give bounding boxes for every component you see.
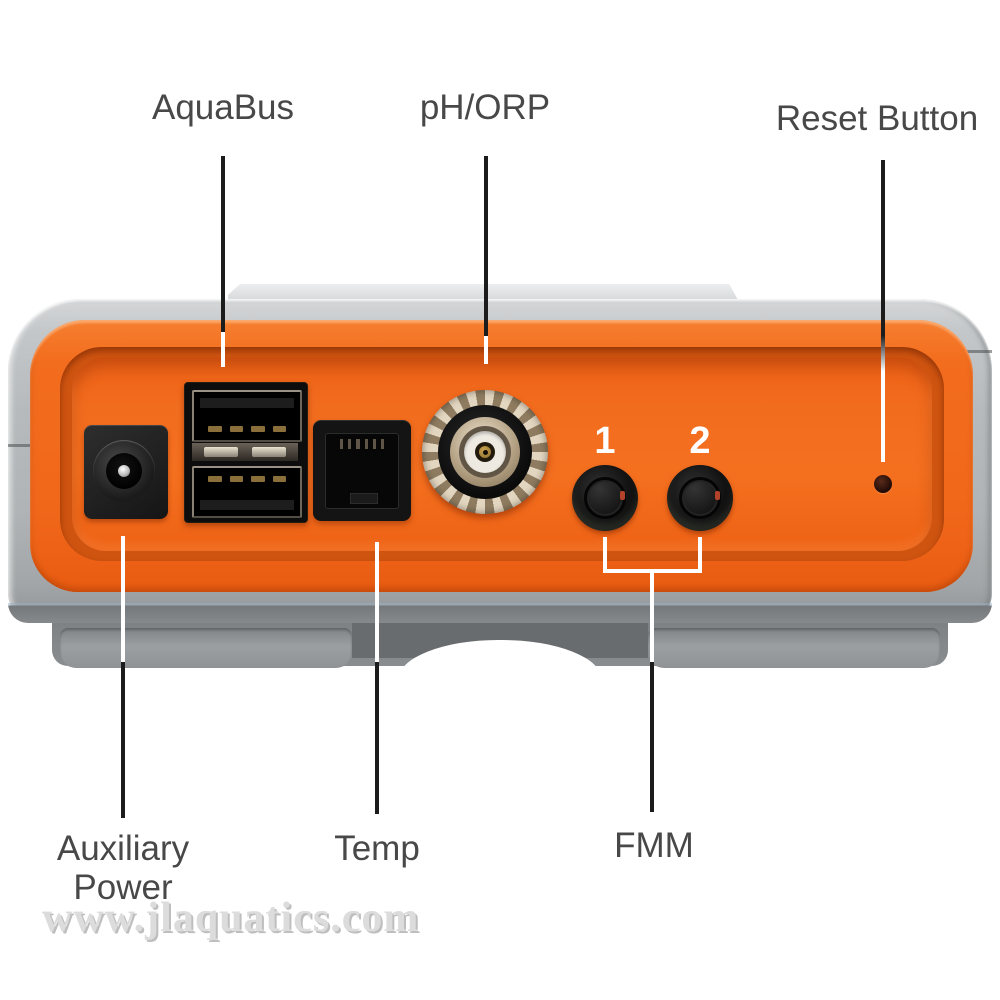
aux-power-callout-line [121, 662, 125, 818]
fmm-jack-2 [667, 465, 733, 531]
aquabus-callout-line-on-device [221, 332, 225, 367]
rj-jack-opening [325, 433, 399, 509]
auxiliary-power-jack [84, 425, 168, 519]
fmm-jack-glint [620, 491, 625, 500]
fmm-callout-line-on-device [650, 573, 654, 662]
aquabus-callout-line [221, 156, 225, 332]
case-seam-right [962, 350, 992, 353]
auxiliary-power-label: Auxiliary Power [23, 829, 223, 907]
device-foot-right [648, 628, 940, 668]
power-jack-center-pin [118, 465, 130, 477]
device-foot-left [60, 628, 352, 668]
auxiliary-power-label-line2: Power [73, 868, 173, 907]
fmm-bracket-horizontal-line [603, 569, 702, 573]
temp-label: Temp [334, 829, 420, 868]
temp-probe-rj-jack [313, 420, 411, 521]
power-jack-ring [93, 440, 155, 502]
auxiliary-power-label-line1: Auxiliary [56, 829, 190, 868]
usb-slot [200, 500, 294, 510]
reset-callout-line [881, 160, 885, 462]
fmm-bracket-right-line [698, 537, 702, 573]
fmm-label: FMM [614, 826, 694, 865]
fmm-callout-line [650, 662, 654, 812]
aquabus-usb-port-bottom [192, 466, 302, 518]
fmm-port-2-number: 2 [689, 420, 711, 462]
case-seam-left [8, 444, 33, 447]
ph-orp-bnc-connector [422, 390, 548, 514]
aquabus-usb-port-top [192, 390, 302, 442]
temp-callout-line-on-device [375, 542, 379, 662]
ph-orp-callout-line-on-device [484, 336, 488, 364]
fmm-jack-glint [715, 491, 720, 500]
fmm-port-1-number: 1 [594, 420, 616, 462]
fmm-jack-1 [572, 465, 638, 531]
usb-contacts [208, 476, 286, 482]
ph-orp-label: pH/ORP [419, 88, 551, 127]
reset-button-label: Reset Button [775, 99, 979, 138]
power-jack-hole [106, 453, 142, 489]
ph-orp-callout-line [484, 156, 488, 336]
rj-jack-pins [340, 439, 385, 449]
usb-divider [192, 443, 298, 461]
aux-power-callout-line-on-device [121, 536, 125, 662]
usb-slot [200, 398, 294, 408]
usb-contacts [208, 426, 286, 432]
rj-jack-latch-slot [350, 493, 378, 504]
temp-callout-line [375, 662, 379, 814]
bnc-pin-socket [482, 449, 488, 455]
reset-button-hole [874, 475, 892, 493]
device-case-bottom-strip [8, 603, 992, 623]
watermark: www.jlaquatics.com [42, 895, 420, 941]
fmm-bracket-left-line [603, 537, 607, 573]
aquabus-label: AquaBus [151, 88, 295, 127]
aquabus-usb-ports [184, 382, 308, 523]
